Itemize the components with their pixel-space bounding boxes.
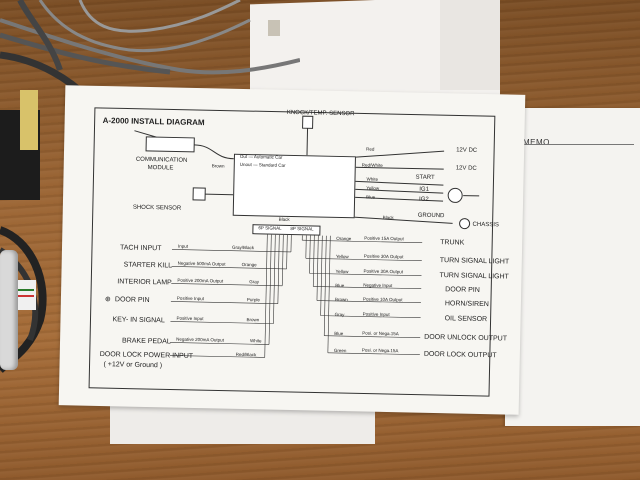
right-row-desc: Positive 30A Output xyxy=(363,253,404,260)
ig2-label: IG2 xyxy=(419,196,429,203)
door-lock-note: ( +12V or Ground ) xyxy=(103,361,163,370)
right-row-color: Yellow xyxy=(335,253,349,260)
plug-8p-label: 8P SIGNAL xyxy=(290,225,314,232)
comm-module-label-1: COMMUNICATION xyxy=(135,156,188,164)
right-row-color: Gray xyxy=(334,311,345,318)
right-row-label: OIL SENSOR xyxy=(444,315,488,324)
comm-module-label-2: MODULE xyxy=(147,164,174,172)
right-row-desc: Positive 15A Output xyxy=(364,235,404,242)
out-label: Out — Automatic Car xyxy=(239,153,283,160)
left-row-label: KEY- IN SIGNAL xyxy=(112,316,165,325)
right-row-label: HORN/SIREN xyxy=(444,300,489,309)
chassis-label: CHASSIS xyxy=(472,221,499,229)
right-row-color: Blue xyxy=(335,282,345,289)
right-row-desc: Positive 10A Output xyxy=(362,296,403,303)
left-row-desc: Positive 200mA Output xyxy=(177,277,224,284)
unout-label: Unout — Standard Car xyxy=(239,161,286,168)
left-row-color: Gray/Black xyxy=(231,244,255,251)
blue-wire-label: Blue xyxy=(366,194,376,200)
right-row-label: TURN SIGNAL LIGHT xyxy=(439,272,509,281)
white-wire-label: White xyxy=(366,176,379,182)
start-label: START xyxy=(415,174,435,181)
12v-dc-label-a: 12V DC xyxy=(456,147,478,154)
right-row-label: DOOR LOCK OUTPUT xyxy=(423,350,497,360)
memo-label: MEMO xyxy=(523,138,550,147)
brown-wire-label: Brown xyxy=(211,163,225,169)
right-row-desc: Positive Input xyxy=(362,311,390,318)
left-row-label: DOOR PIN xyxy=(114,296,150,305)
black-ground-wire-label: Black xyxy=(382,214,394,221)
right-row-label: TURN SIGNAL LIGHT xyxy=(439,257,510,266)
right-row-color: Orange xyxy=(336,235,352,242)
background-sheet-edge xyxy=(440,0,500,90)
12v-dc-label-b: 12V DC xyxy=(455,165,477,172)
memo-underline xyxy=(523,144,634,145)
left-row-desc: Positive Input xyxy=(176,295,205,302)
cable-tube xyxy=(0,250,18,370)
left-row-color: Orange xyxy=(241,261,257,268)
left-row-desc: Input xyxy=(178,243,189,249)
ground-label: GROUND xyxy=(417,212,445,220)
left-row-label: INTERIOR LAMP xyxy=(117,278,172,287)
right-row-desc: Posi. or Nega.15A xyxy=(361,347,399,354)
install-diagram-page: A-2000 INSTALL DIAGRAM KNOCK/TEMP. SENSO… xyxy=(58,85,526,415)
diagram-wiring xyxy=(88,107,496,397)
shock-sensor-label: SHOCK SENSOR xyxy=(132,204,182,212)
left-row-color: Gray xyxy=(249,279,260,285)
plug-6p-label: 6P SIGNAL xyxy=(258,225,282,231)
red-white-wire-label: Red/White xyxy=(361,162,383,168)
right-row-desc: Positive 30A Output xyxy=(363,268,404,275)
left-row-color: White xyxy=(250,338,262,344)
right-row-color: Blue xyxy=(334,330,344,337)
ig1-label: IG1 xyxy=(419,186,430,193)
left-row-color: Brown xyxy=(246,317,260,323)
left-row-desc: Positive Input xyxy=(176,315,204,322)
yellow-wire-label: Yellow xyxy=(366,185,380,191)
left-row-label: TACH INPUT xyxy=(119,244,162,253)
right-row-color: Brown xyxy=(334,296,348,303)
black-wire-label: Black xyxy=(278,216,290,222)
right-row-color: Green xyxy=(333,347,347,354)
left-row-label: BRAKE PEDAL xyxy=(121,337,171,346)
right-row-desc: Negative Input xyxy=(363,282,393,289)
left-row-label: STARTER KILL xyxy=(123,261,173,270)
left-row-color: Purple xyxy=(246,297,261,303)
left-row-color: Red/Black xyxy=(235,351,257,358)
right-row-label: DOOR PIN xyxy=(445,286,480,294)
door-pin-icon: ⊕ xyxy=(104,296,111,304)
right-row-color: Yellow xyxy=(335,268,349,275)
memo-page: MEMO xyxy=(505,108,640,426)
right-row-desc: Posi. or Nega.15A xyxy=(362,330,399,337)
right-row-label: TRUNK xyxy=(440,239,465,247)
wire-bundle-top xyxy=(0,0,300,100)
red-wire-label: Red xyxy=(366,146,375,152)
